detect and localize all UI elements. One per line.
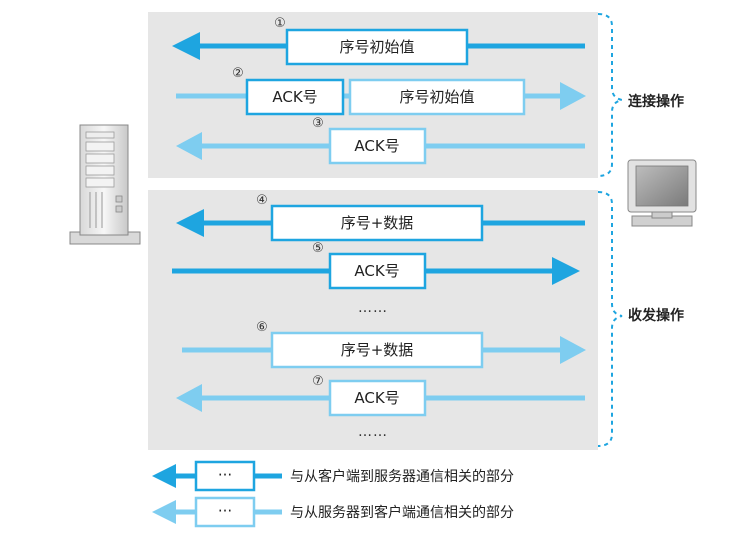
client-computer-icon (627, 159, 697, 227)
legend-server-to-client-text: 与从服务器到客户端通信相关的部分 (290, 504, 514, 521)
ellipsis-2: …… (358, 424, 388, 440)
step-3-label: ACK号 (354, 137, 399, 155)
step-1-box (285, 28, 469, 66)
step-6-number: ⑥ (256, 320, 268, 335)
step-2-ack-box (245, 78, 345, 116)
legend-box-dark-text: ··· (218, 466, 232, 484)
step-3-number: ③ (312, 116, 324, 131)
legend-client-to-server-text: 与从客户端到服务器通信相关的部分 (290, 468, 514, 485)
legend-box-dark (194, 460, 256, 492)
step-6-box (270, 331, 484, 369)
connect-brace (597, 13, 623, 177)
step-1-label: 序号初始值 (339, 38, 414, 56)
group-label-connect: 连接操作 (628, 93, 684, 110)
step-7-label: ACK号 (354, 389, 399, 407)
step-5-box (328, 252, 427, 290)
ellipsis-1: …… (358, 300, 388, 316)
group-label-transfer: 收发操作 (628, 307, 684, 324)
step-4-label: 序号+数据 (341, 214, 414, 232)
step-2-ack-label: ACK号 (272, 88, 317, 106)
step-1-number: ① (274, 16, 286, 31)
step-5-number: ⑤ (312, 241, 324, 256)
legend-client-to-server: ··· (152, 460, 282, 492)
step-7-number: ⑦ (312, 374, 324, 389)
step-2-seq-label: 序号初始值 (399, 88, 474, 106)
transfer-brace (597, 191, 623, 447)
step-2-seq-box (348, 78, 526, 116)
step-3-box (328, 127, 427, 165)
step-7-box (328, 379, 427, 417)
step-4-number: ④ (256, 193, 268, 208)
step-5-label: ACK号 (354, 262, 399, 280)
step-6-label: 序号+数据 (341, 341, 414, 359)
legend-box-light-text: ··· (218, 502, 232, 520)
legend-server-to-client: ··· (152, 496, 282, 528)
legend-box-light (194, 496, 256, 528)
step-2-number: ② (232, 66, 244, 81)
server-icon (69, 124, 141, 245)
step-4-box (270, 204, 484, 242)
